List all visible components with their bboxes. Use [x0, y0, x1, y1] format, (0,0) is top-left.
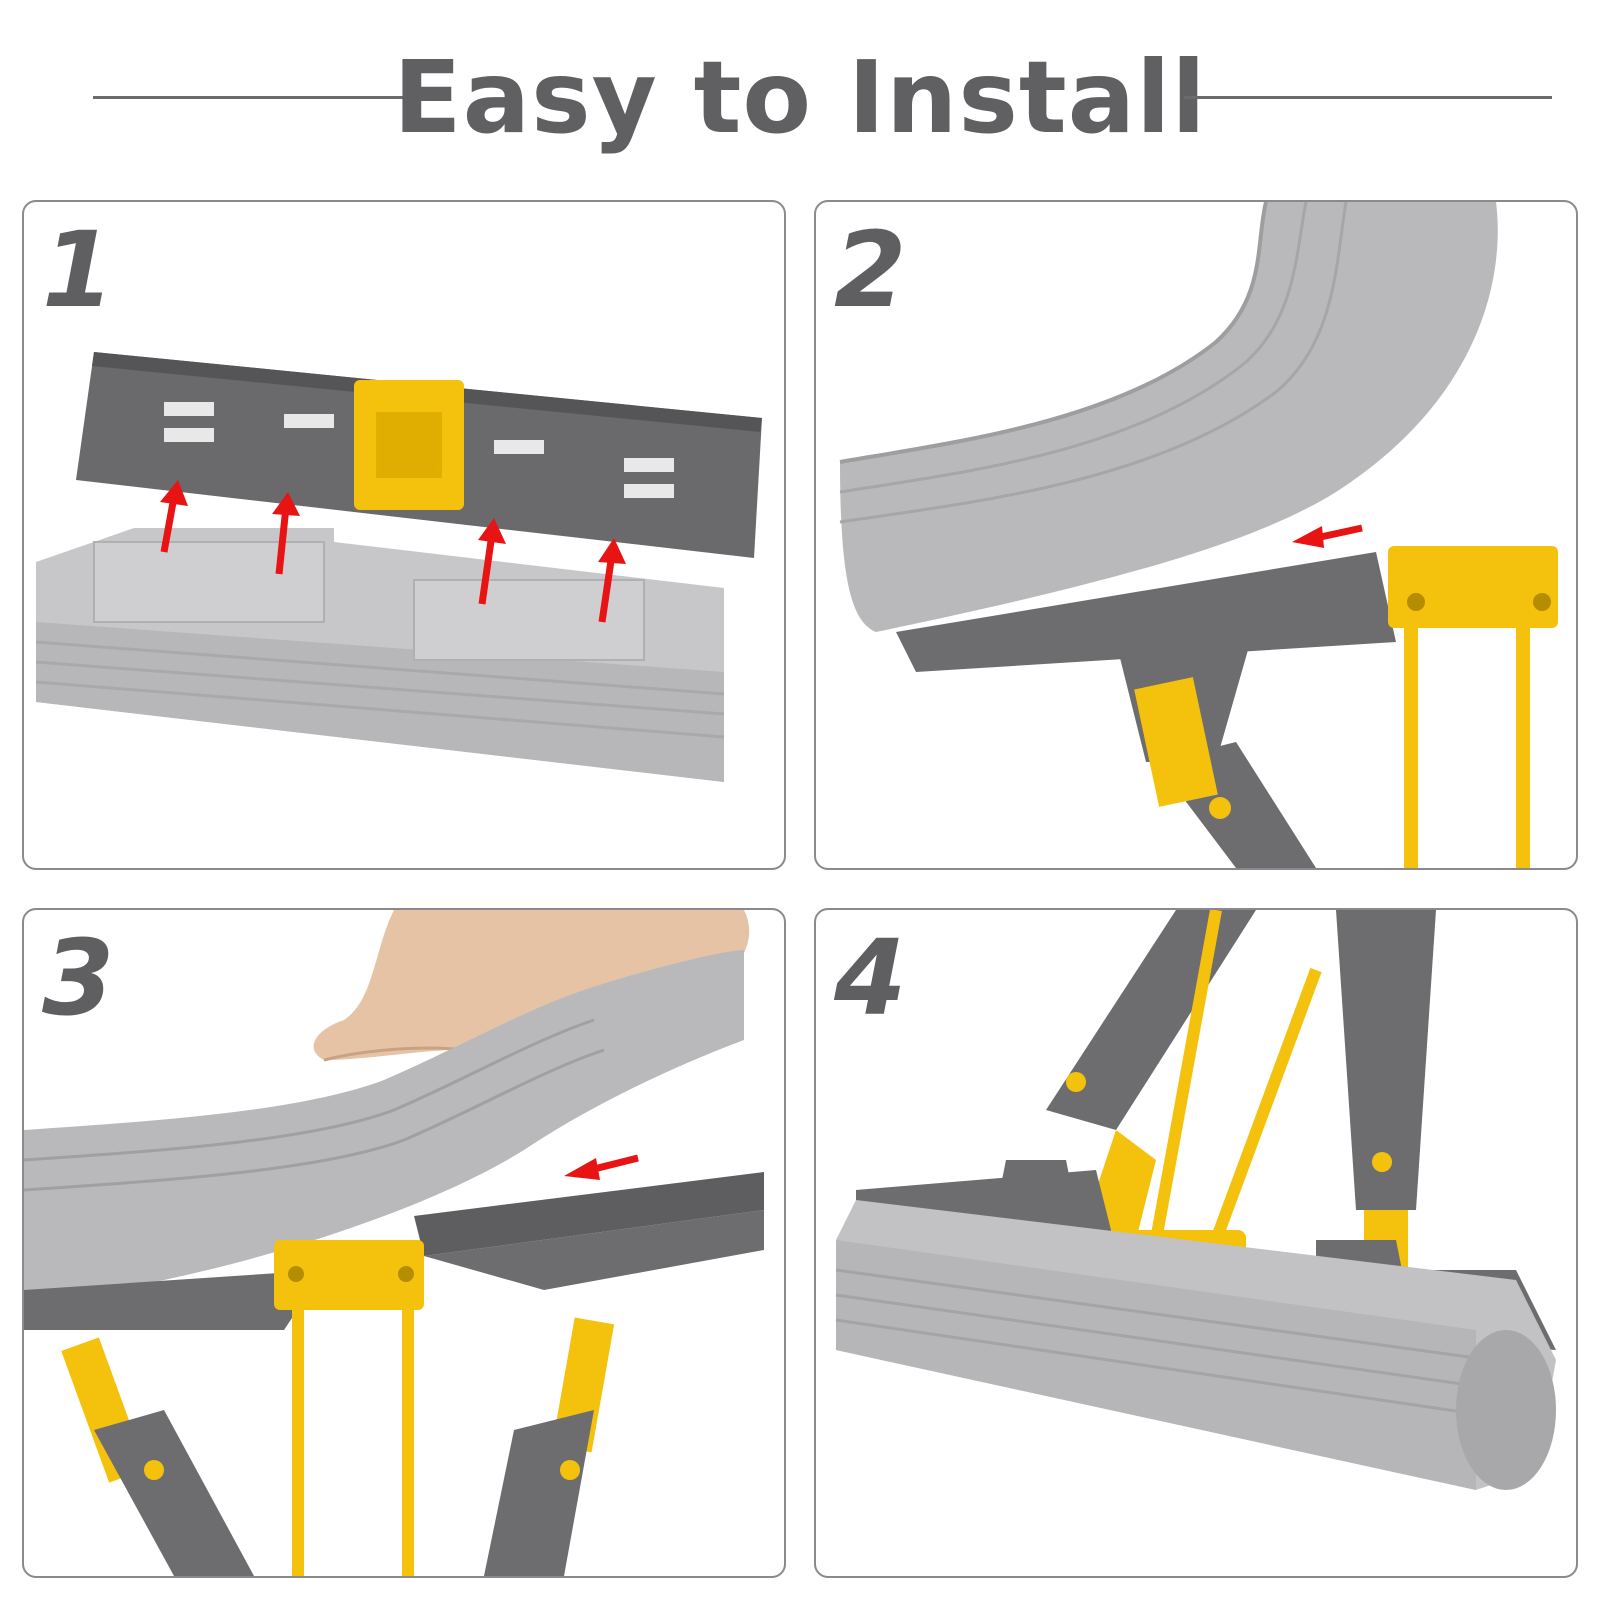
step-number: 4	[834, 917, 907, 1039]
step-panel-2: 2	[814, 200, 1578, 870]
mop-head-illustration	[35, 352, 762, 782]
header-line-left	[93, 96, 425, 99]
page-title: Easy to Install	[393, 39, 1207, 156]
step-panel-1: 1	[22, 200, 786, 870]
sponge-insert-illustration	[839, 202, 1558, 868]
step-panel-3: 3	[22, 908, 786, 1578]
step-number: 3	[42, 917, 115, 1039]
step-number: 1	[42, 209, 115, 331]
sponge-slide-illustration	[24, 910, 764, 1576]
step-panel-4: 4	[814, 908, 1578, 1578]
header-line-right	[1184, 96, 1552, 99]
assembled-mop-illustration	[835, 910, 1556, 1490]
step-number: 2	[834, 209, 907, 331]
